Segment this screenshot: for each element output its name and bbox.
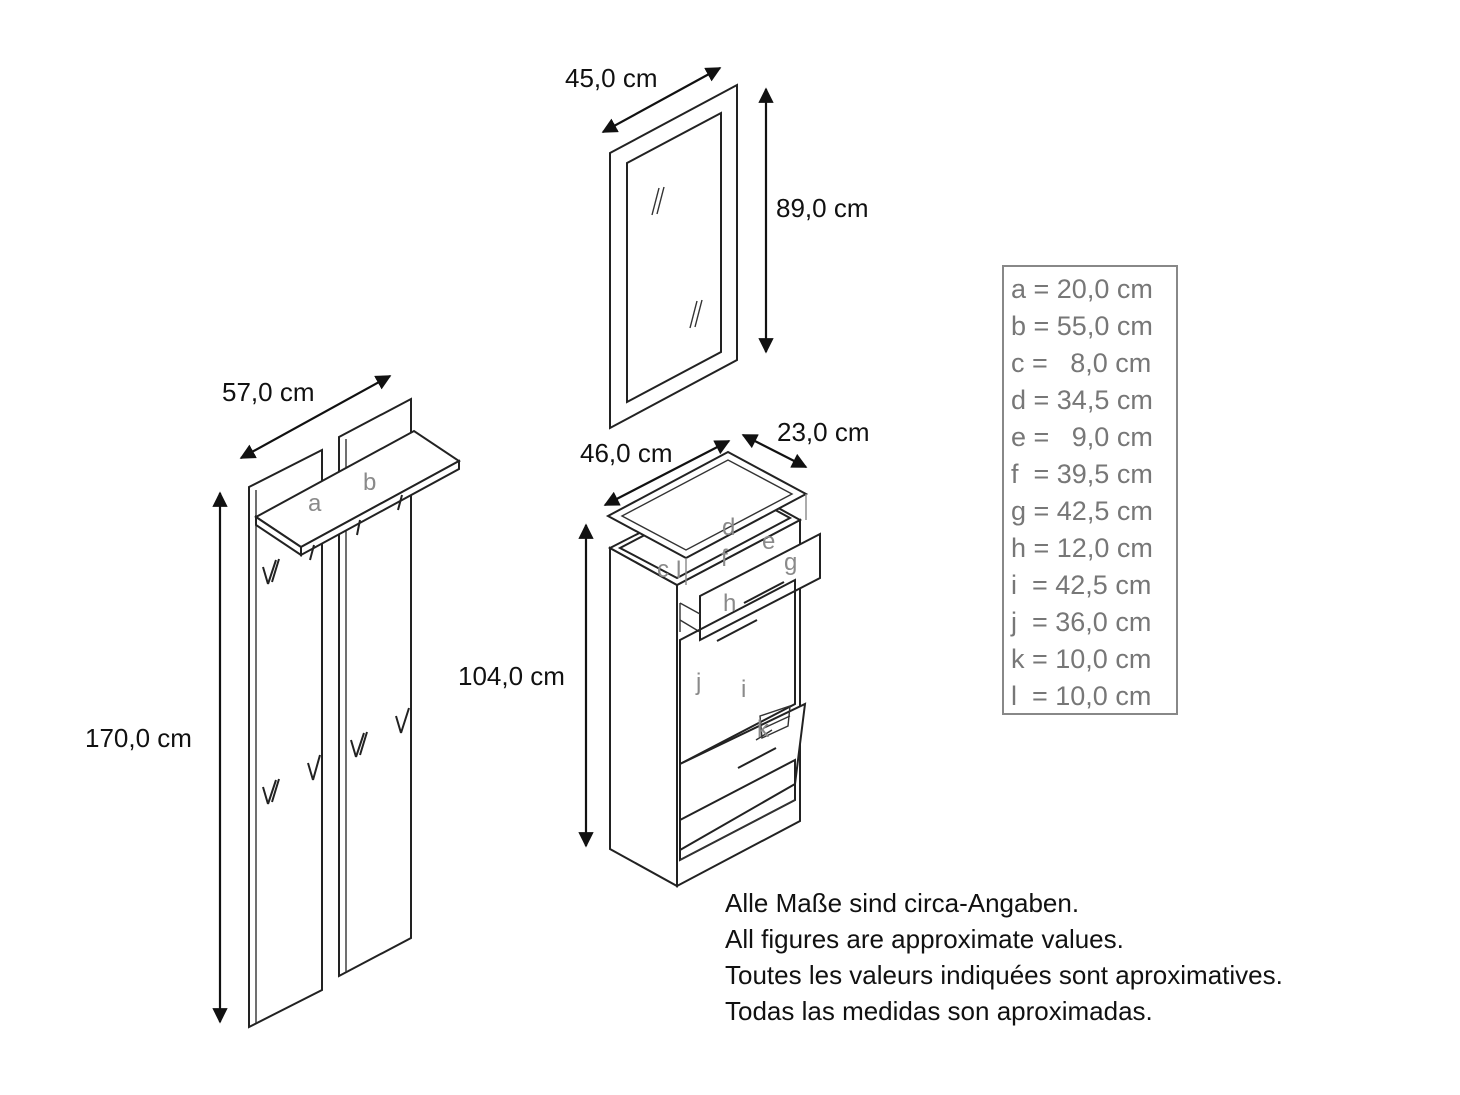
coat-rack-drawing: 57,0 cm 170,0 cm a b [85,375,461,1029]
part-letter-i: i [741,676,746,703]
coat-rack-height-label: 170,0 cm [85,723,192,753]
cabinet-depth-label: 23,0 cm [777,417,870,447]
legend-item: k = 10,0 cm [1011,644,1151,674]
cabinet-depth-arrow [741,434,808,468]
legend-item: d = 34,5 cm [1011,385,1153,415]
note-line-en: All figures are approximate values. [725,924,1124,954]
cabinet-side [609,546,678,888]
legend-box: a = 20,0 cm b = 55,0 cm c = 8,0 cm d = 3… [1002,265,1178,715]
part-letter-b: b [363,469,376,496]
legend-item: b = 55,0 cm [1011,311,1153,341]
coat-hook-icon [262,494,410,805]
coat-rack-front-panel [248,448,323,1029]
legend-item: a = 20,0 cm [1011,274,1153,304]
cabinet-width-arrow [603,440,731,506]
part-letter-f: f [721,545,728,572]
note-line-fr: Toutes les valeurs indiquées sont aproxi… [725,960,1283,990]
part-letter-j: j [695,669,701,696]
part-letter-d: d [722,514,735,541]
mirror-height-label: 89,0 cm [776,193,869,223]
part-letter-a: a [308,490,322,517]
legend-item: e = 9,0 cm [1011,422,1153,452]
coat-rack-width-label: 57,0 cm [222,377,315,407]
note-line-de: Alle Maße sind circa-Angaben. [725,888,1079,918]
note-line-es: Todas las medidas son aproximadas. [725,996,1153,1026]
legend-item: c = 8,0 cm [1011,348,1151,378]
mirror-drawing: 45,0 cm 89,0 cm [565,63,869,430]
coat-rack-width-arrow [239,375,392,459]
legend-item: i = 42,5 cm [1011,570,1151,600]
cabinet-height-label: 104,0 cm [458,661,565,691]
part-letter-e: e [762,528,775,555]
legend-item: l = 10,0 cm [1011,681,1151,711]
part-letter-h: h [723,590,736,617]
mirror-glare-icon [651,186,703,329]
part-letter-g: g [784,549,797,576]
legend-item: j = 36,0 cm [1010,607,1151,637]
cabinet-width-label: 46,0 cm [580,438,673,468]
mirror-width-arrow [601,67,722,133]
legend-item: f = 39,5 cm [1011,459,1153,489]
shoe-cabinet-drawing: 46,0 cm 23,0 cm 104,0 cm c d e f g h i j… [458,417,870,888]
legend-item: g = 42,5 cm [1011,496,1153,526]
legend-item: h = 12,0 cm [1011,533,1153,563]
part-letter-l: l [676,557,681,584]
part-letter-k: k [757,716,770,743]
part-letter-c: c [657,556,669,583]
mirror-width-label: 45,0 cm [565,63,658,93]
approximate-values-note: Alle Maße sind circa-Angaben. All figure… [725,888,1283,1026]
